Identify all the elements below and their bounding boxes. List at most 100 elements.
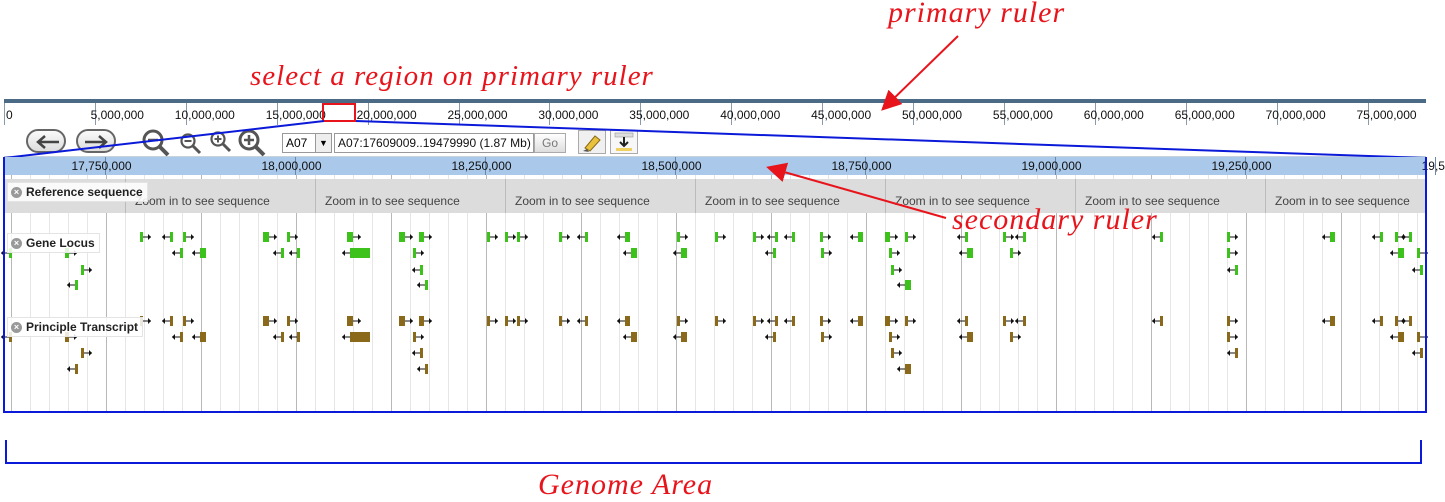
gene-feature[interactable] [673,248,687,258]
transcript-feature[interactable] [959,332,973,342]
gene-feature[interactable] [1227,265,1238,275]
transcript-feature[interactable] [897,364,911,374]
gene-feature[interactable] [765,248,776,258]
gene-feature[interactable] [1322,232,1335,242]
transcript-feature[interactable] [753,316,764,326]
gene-feature[interactable] [289,248,300,258]
transcript-feature[interactable] [1412,348,1423,358]
transcript-feature[interactable] [289,332,300,342]
transcript-feature[interactable] [342,332,370,342]
track-label-principle-transcript[interactable]: × Principle Transcript [7,317,144,337]
transcript-feature[interactable] [172,332,183,342]
gene-feature[interactable] [821,248,832,258]
transcript-feature[interactable] [677,316,688,326]
gene-feature[interactable] [959,248,973,258]
track-label-reference[interactable]: × Reference sequence [7,182,148,202]
transcript-feature[interactable] [1390,332,1404,342]
transcript-feature[interactable] [347,316,361,326]
transcript-feature[interactable] [850,316,863,326]
gene-feature[interactable] [517,232,528,242]
gene-feature[interactable] [897,280,911,290]
gene-feature[interactable] [1372,232,1383,242]
transcript-feature[interactable] [1322,316,1335,326]
location-input[interactable]: A07:17609009..19479990 (1.87 Mb) [334,133,534,153]
gene-feature[interactable] [1227,248,1238,258]
transcript-feature[interactable] [885,316,898,326]
transcript-feature[interactable] [767,316,778,326]
selected-region-box[interactable] [322,103,356,122]
transcript-feature[interactable] [1227,316,1238,326]
gene-feature[interactable] [417,280,428,290]
gene-feature[interactable] [419,232,432,242]
transcript-feature[interactable] [1152,316,1163,326]
gene-feature[interactable] [162,232,173,242]
transcript-feature[interactable] [891,348,902,358]
gene-feature[interactable] [1227,232,1238,242]
gene-feature[interactable] [399,232,413,242]
gene-feature[interactable] [891,265,902,275]
gene-feature[interactable] [81,265,92,275]
chromosome-select[interactable]: A07 ▼ [282,133,332,153]
gene-feature[interactable] [263,232,277,242]
transcript-feature[interactable] [399,316,413,326]
transcript-feature[interactable] [412,348,423,358]
gene-feature[interactable] [505,232,516,242]
gene-feature[interactable] [1010,248,1021,258]
gene-feature[interactable] [1390,248,1404,258]
gene-feature[interactable] [1003,232,1014,242]
gene-feature[interactable] [617,232,630,242]
transcript-feature[interactable] [905,316,916,326]
transcript-feature[interactable] [765,332,776,342]
transcript-feature[interactable] [617,316,630,326]
transcript-feature[interactable] [263,316,277,326]
gene-feature[interactable] [172,248,183,258]
gene-feature[interactable] [487,232,498,242]
close-icon[interactable]: × [11,238,22,249]
track-label-gene-locus[interactable]: × Gene Locus [7,233,100,253]
go-button[interactable]: Go [534,133,566,153]
transcript-feature[interactable] [1010,332,1021,342]
highlight-button[interactable] [578,130,606,154]
transcript-feature[interactable] [957,316,968,326]
gene-feature[interactable] [67,280,78,290]
gene-feature[interactable] [753,232,764,242]
transcript-feature[interactable] [1227,348,1238,358]
gene-feature[interactable] [885,232,898,242]
gene-feature[interactable] [677,232,688,242]
gene-feature[interactable] [140,232,151,242]
close-icon[interactable]: × [11,187,22,198]
gene-feature[interactable] [1412,265,1423,275]
transcript-feature[interactable] [162,316,173,326]
transcript-feature[interactable] [820,316,831,326]
back-button[interactable] [26,129,66,153]
gene-feature[interactable] [715,232,726,242]
transcript-feature[interactable] [784,316,795,326]
gene-feature[interactable] [905,232,916,242]
gene-feature[interactable] [767,232,778,242]
gene-feature[interactable] [623,248,637,258]
gene-feature[interactable] [1401,232,1412,242]
transcript-feature[interactable] [413,332,424,342]
gene-feature[interactable] [413,248,424,258]
close-icon[interactable]: × [11,322,22,333]
transcript-feature[interactable] [1227,332,1238,342]
transcript-feature[interactable] [192,332,206,342]
transcript-feature[interactable] [821,332,832,342]
gene-feature[interactable] [784,232,795,242]
transcript-feature[interactable] [1372,316,1383,326]
gene-feature[interactable] [412,265,423,275]
transcript-feature[interactable] [715,316,726,326]
transcript-feature[interactable] [1015,316,1026,326]
gene-feature[interactable] [820,232,831,242]
transcript-feature[interactable] [81,348,92,358]
gene-feature[interactable] [287,232,298,242]
gene-feature[interactable] [559,232,570,242]
transcript-feature[interactable] [1401,316,1412,326]
transcript-feature[interactable] [287,316,298,326]
gene-feature[interactable] [1015,232,1026,242]
transcript-feature[interactable] [559,316,570,326]
transcript-feature[interactable] [417,364,428,374]
transcript-feature[interactable] [889,332,900,342]
